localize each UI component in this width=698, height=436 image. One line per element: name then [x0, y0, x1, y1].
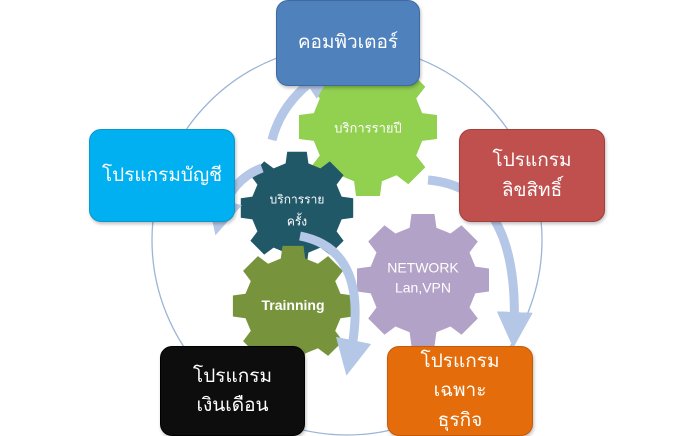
box-salary-line1: โปรแกรม [193, 364, 272, 387]
box-salary-program: โปรแกรม เงินเดือน [160, 346, 305, 436]
box-accounting-program: โปรแกรมบัญชี [89, 129, 235, 222]
gear-per-time-service-label: บริการราย ครั้ง [269, 192, 325, 228]
box-licensed-program: โปรแกรมลิขสิทธิ์ [459, 129, 605, 222]
gear-per-time-service [240, 151, 354, 265]
gear-network [357, 214, 489, 346]
box-business-line1: โปรแกรมเฉพาะ [420, 349, 500, 402]
box-business-program: โปรแกรมเฉพาะ ธุรกิจ [387, 346, 533, 436]
box-accounting-label: โปรแกรมบัญชี [101, 163, 223, 186]
box-licensed-label: โปรแกรมลิขสิทธิ์ [492, 149, 572, 201]
gear-network-label: NETWORK Lan,VPN [387, 259, 459, 296]
gear-training [232, 245, 354, 367]
box-computer-label: คอมพิวเตอร์ [297, 31, 399, 54]
arrow-training-to-salary [299, 231, 372, 376]
box-computer: คอมพิวเตอร์ [276, 0, 420, 86]
box-business-line2: ธุรกิจ [437, 408, 483, 431]
box-salary-line2: เงินเดือน [196, 394, 269, 416]
gear-training-label: Trainning [261, 297, 325, 313]
gear-annual-service-label: บริการรายปี [334, 121, 402, 137]
